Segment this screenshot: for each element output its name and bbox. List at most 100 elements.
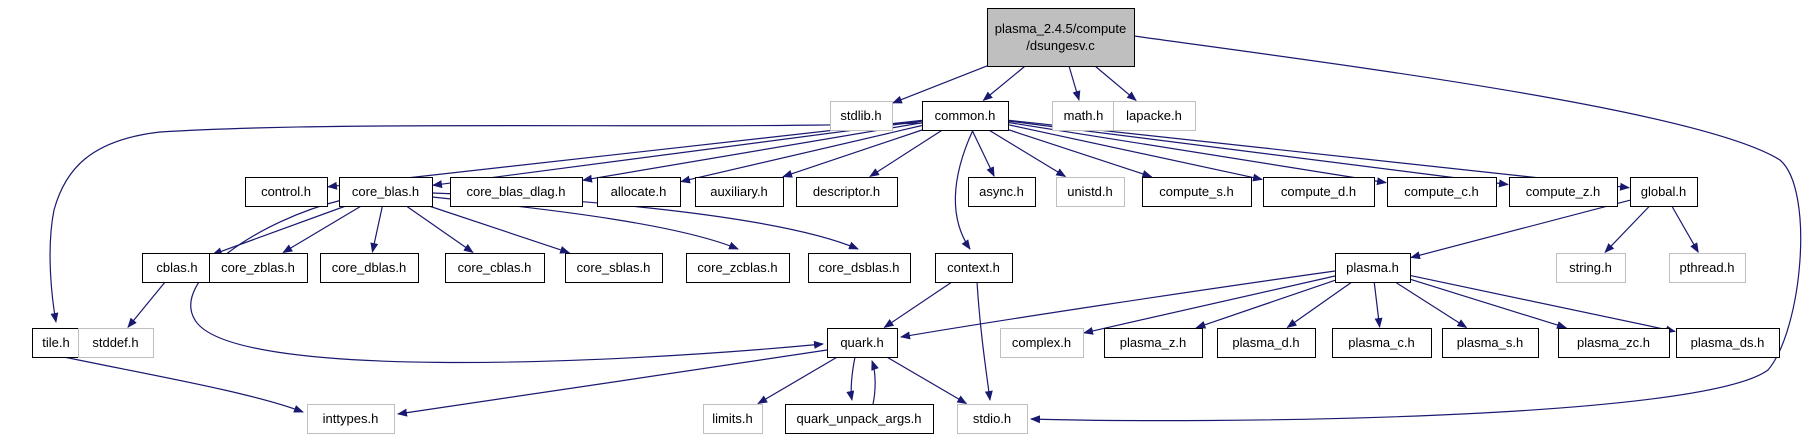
- node-label: unistd.h: [1067, 184, 1113, 199]
- node-tile[interactable]: tile.h: [32, 328, 81, 358]
- node-box: [1669, 253, 1746, 283]
- node-box: [686, 253, 790, 283]
- node-compute-c[interactable]: compute_c.h: [1387, 177, 1497, 207]
- node-box: [209, 253, 308, 283]
- node-plasma-zc[interactable]: plasma_zc.h: [1558, 328, 1670, 358]
- edge-quark-unpack-args-to-quark: [871, 360, 879, 405]
- node-box: [339, 177, 433, 207]
- edge-core-blas-to-cblas: [211, 205, 346, 256]
- node-label: limits.h: [712, 411, 752, 426]
- edge-common-to-global: [1007, 119, 1630, 191]
- node-core-dblas[interactable]: core_dblas.h: [320, 253, 419, 283]
- node-inttypes: inttypes.h: [307, 404, 395, 434]
- edge-plasma-to-complex: [1083, 275, 1336, 335]
- node-plasma-z[interactable]: plasma_z.h: [1104, 328, 1203, 358]
- node-box: [695, 177, 784, 207]
- node-label: math.h: [1064, 108, 1104, 123]
- node-label: plasma.h: [1346, 260, 1399, 275]
- edge-global-to-pthread: [1671, 205, 1699, 253]
- node-core-sblas[interactable]: core_sblas.h: [565, 253, 663, 283]
- node-box: [1142, 177, 1252, 207]
- node-box: [307, 404, 395, 434]
- node-label: plasma_d.h: [1232, 335, 1299, 350]
- node-compute-d[interactable]: compute_d.h: [1263, 177, 1375, 207]
- edge-global-to-string: [1604, 205, 1651, 254]
- node-compute-s[interactable]: compute_s.h: [1142, 177, 1252, 207]
- node-common[interactable]: common.h: [922, 101, 1009, 131]
- node-allocate[interactable]: allocate.h: [597, 177, 681, 207]
- edge-common-to-core-blas: [432, 120, 923, 189]
- node-root[interactable]: plasma_2.4.5/compute/dsungesv.c: [987, 8, 1135, 67]
- edge-common-to-descriptor: [869, 129, 943, 178]
- node-core-blas-dlag[interactable]: core_blas_dlag.h: [450, 177, 583, 207]
- node-box: [450, 177, 583, 207]
- node-cblas[interactable]: cblas.h: [142, 253, 213, 283]
- edge-plasma-to-plasma-z: [1195, 279, 1336, 329]
- node-label: lapacke.h: [1126, 108, 1182, 123]
- node-label: control.h: [261, 184, 311, 199]
- node-context[interactable]: context.h: [935, 253, 1013, 283]
- node-box: [703, 404, 763, 434]
- node-core-blas[interactable]: core_blas.h: [339, 177, 433, 207]
- node-auxiliary[interactable]: auxiliary.h: [695, 177, 784, 207]
- node-async[interactable]: async.h: [968, 177, 1036, 207]
- node-label: complex.h: [1012, 335, 1071, 350]
- node-plasma[interactable]: plasma.h: [1335, 253, 1411, 283]
- node-label: core_blas.h: [352, 184, 419, 199]
- node-pthread: pthread.h: [1669, 253, 1746, 283]
- edge-common-to-compute-d: [1007, 124, 1263, 182]
- node-core-zcblas[interactable]: core_zcblas.h: [686, 253, 790, 283]
- node-core-zblas[interactable]: core_zblas.h: [209, 253, 308, 283]
- node-label: core_dsblas.h: [819, 260, 900, 275]
- node-box: [827, 328, 898, 358]
- node-core-dsblas[interactable]: core_dsblas.h: [808, 253, 911, 283]
- node-label: plasma_z.h: [1120, 335, 1186, 350]
- node-plasma-d[interactable]: plasma_d.h: [1217, 328, 1316, 358]
- node-label: plasma_c.h: [1348, 335, 1414, 350]
- node-box: [320, 253, 419, 283]
- node-control[interactable]: control.h: [245, 177, 328, 207]
- node-box: [1000, 328, 1084, 358]
- node-box: [445, 253, 545, 283]
- node-box: [785, 404, 934, 434]
- node-label: core_dblas.h: [332, 260, 406, 275]
- node-core-cblas[interactable]: core_cblas.h: [445, 253, 545, 283]
- node-label: async.h: [979, 184, 1024, 199]
- node-plasma-c[interactable]: plasma_c.h: [1332, 328, 1432, 358]
- node-quark[interactable]: quark.h: [827, 328, 898, 358]
- node-plasma-ds[interactable]: plasma_ds.h: [1676, 328, 1780, 358]
- edge-root-to-stdlib: [891, 65, 988, 104]
- node-label: core_zblas.h: [221, 260, 295, 275]
- node-label: quark_unpack_args.h: [796, 411, 921, 426]
- node-label: inttypes.h: [323, 411, 379, 426]
- node-global[interactable]: global.h: [1630, 177, 1698, 207]
- node-descriptor[interactable]: descriptor.h: [796, 177, 898, 207]
- node-box: [1217, 328, 1316, 358]
- node-label: compute_s.h: [1159, 184, 1233, 199]
- edge-plasma-to-quark: [900, 270, 1336, 340]
- edge-quark-to-limits: [757, 356, 838, 405]
- node-label: string.h: [1569, 260, 1612, 275]
- node-quark-unpack-args[interactable]: quark_unpack_args.h: [785, 404, 934, 434]
- node-box: [245, 177, 328, 207]
- edge-context-to-quark: [883, 281, 953, 328]
- edge-plasma-to-plasma-d: [1286, 281, 1353, 328]
- edge-core-blas-to-core-cblas: [405, 205, 474, 253]
- edge-root-to-math: [1068, 65, 1081, 101]
- edge-core-blas-to-core-dblas: [370, 205, 383, 253]
- node-box: [1335, 253, 1411, 283]
- node-unistd: unistd.h: [1056, 177, 1125, 207]
- node-box: [565, 253, 663, 283]
- node-label: tile.h: [42, 335, 69, 350]
- node-box: [597, 177, 681, 207]
- node-label: cblas.h: [156, 260, 197, 275]
- node-compute-z[interactable]: compute_z.h: [1509, 177, 1618, 207]
- edge-plasma-to-plasma-s: [1394, 281, 1468, 329]
- node-label: context.h: [947, 260, 1000, 275]
- node-label: plasma_s.h: [1457, 335, 1523, 350]
- edge-common-to-auxiliary: [782, 129, 923, 178]
- node-stdlib: stdlib.h: [830, 101, 893, 131]
- edge-quark-to-inttypes: [397, 349, 828, 417]
- edge-context-to-stdio: [976, 281, 993, 401]
- node-plasma-s[interactable]: plasma_s.h: [1442, 328, 1539, 358]
